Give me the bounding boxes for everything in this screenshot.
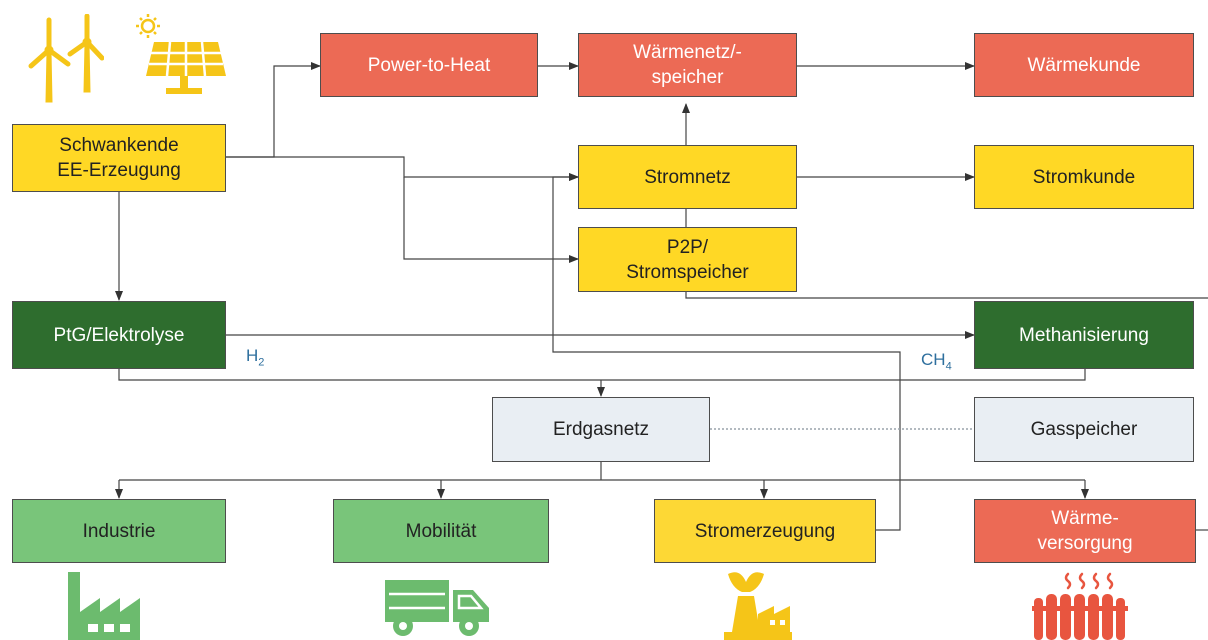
node-label: Mobilität xyxy=(405,520,477,542)
node-ee-erzeugung: Schwankende EE-Erzeugung xyxy=(12,124,226,192)
node-stromerzeugung: Stromerzeugung xyxy=(654,499,876,563)
solar-panel-icon xyxy=(136,14,226,94)
node-stromnetz: Stromnetz xyxy=(578,145,797,209)
node-label: Methanisierung xyxy=(1019,324,1149,346)
h2-sub: 2 xyxy=(258,356,265,369)
node-label: Wärmenetz/- speicher xyxy=(633,42,742,88)
node-erdgasnetz: Erdgasnetz xyxy=(492,397,710,462)
node-label: PtG/Elektrolyse xyxy=(53,324,185,346)
node-power-to-heat: Power-to-Heat xyxy=(320,33,538,97)
node-p2p: P2P/ Stromspeicher xyxy=(578,227,797,292)
h2-label: H2 xyxy=(246,346,264,368)
ch4-sub: 4 xyxy=(945,360,952,373)
edge-ee-p2p xyxy=(403,177,579,263)
node-mobilitaet: Mobilität xyxy=(333,499,549,563)
ch4-main: CH xyxy=(921,350,946,369)
node-industrie: Industrie xyxy=(12,499,226,563)
edge-p2p-right xyxy=(685,292,1208,299)
node-ptg-elektrolyse: PtG/Elektrolyse xyxy=(12,301,226,369)
node-label: Stromerzeugung xyxy=(694,520,836,542)
node-gasspeicher: Gasspeicher xyxy=(974,397,1194,462)
node-methanisierung: Methanisierung xyxy=(974,301,1194,369)
edge-ee-stromnetz xyxy=(226,156,579,181)
node-label: Industrie xyxy=(82,520,156,542)
h2-main: H xyxy=(246,346,259,365)
edge-ee-p2h xyxy=(226,62,321,158)
radiator-icon xyxy=(1032,572,1128,640)
node-label: Power-to-Heat xyxy=(367,54,491,76)
ch4-label: CH4 xyxy=(921,350,952,372)
node-label: Stromnetz xyxy=(644,166,731,188)
edge-h2-erdgasnetz xyxy=(118,369,1086,381)
node-waermeversorgung: Wärme- versorgung xyxy=(974,499,1196,563)
node-label: Wärme- versorgung xyxy=(1037,508,1133,554)
factory-icon xyxy=(68,572,140,640)
node-label: P2P/ Stromspeicher xyxy=(626,236,749,283)
node-waermenetz: Wärmenetz/- speicher xyxy=(578,33,797,97)
node-label: Wärmekunde xyxy=(1027,54,1141,76)
node-label: Gasspeicher xyxy=(1030,419,1138,440)
node-label: Erdgasnetz xyxy=(552,419,650,440)
power-plant-icon xyxy=(724,572,792,640)
node-waermekunde: Wärmekunde xyxy=(974,33,1194,97)
node-stromkunde: Stromkunde xyxy=(974,145,1194,209)
wind-turbines-icon xyxy=(28,14,104,103)
truck-icon xyxy=(385,580,489,636)
edge-stromerz-stromnetz xyxy=(552,173,901,531)
node-label: Stromkunde xyxy=(1032,166,1136,188)
node-label: Schwankende EE-Erzeugung xyxy=(57,135,181,181)
